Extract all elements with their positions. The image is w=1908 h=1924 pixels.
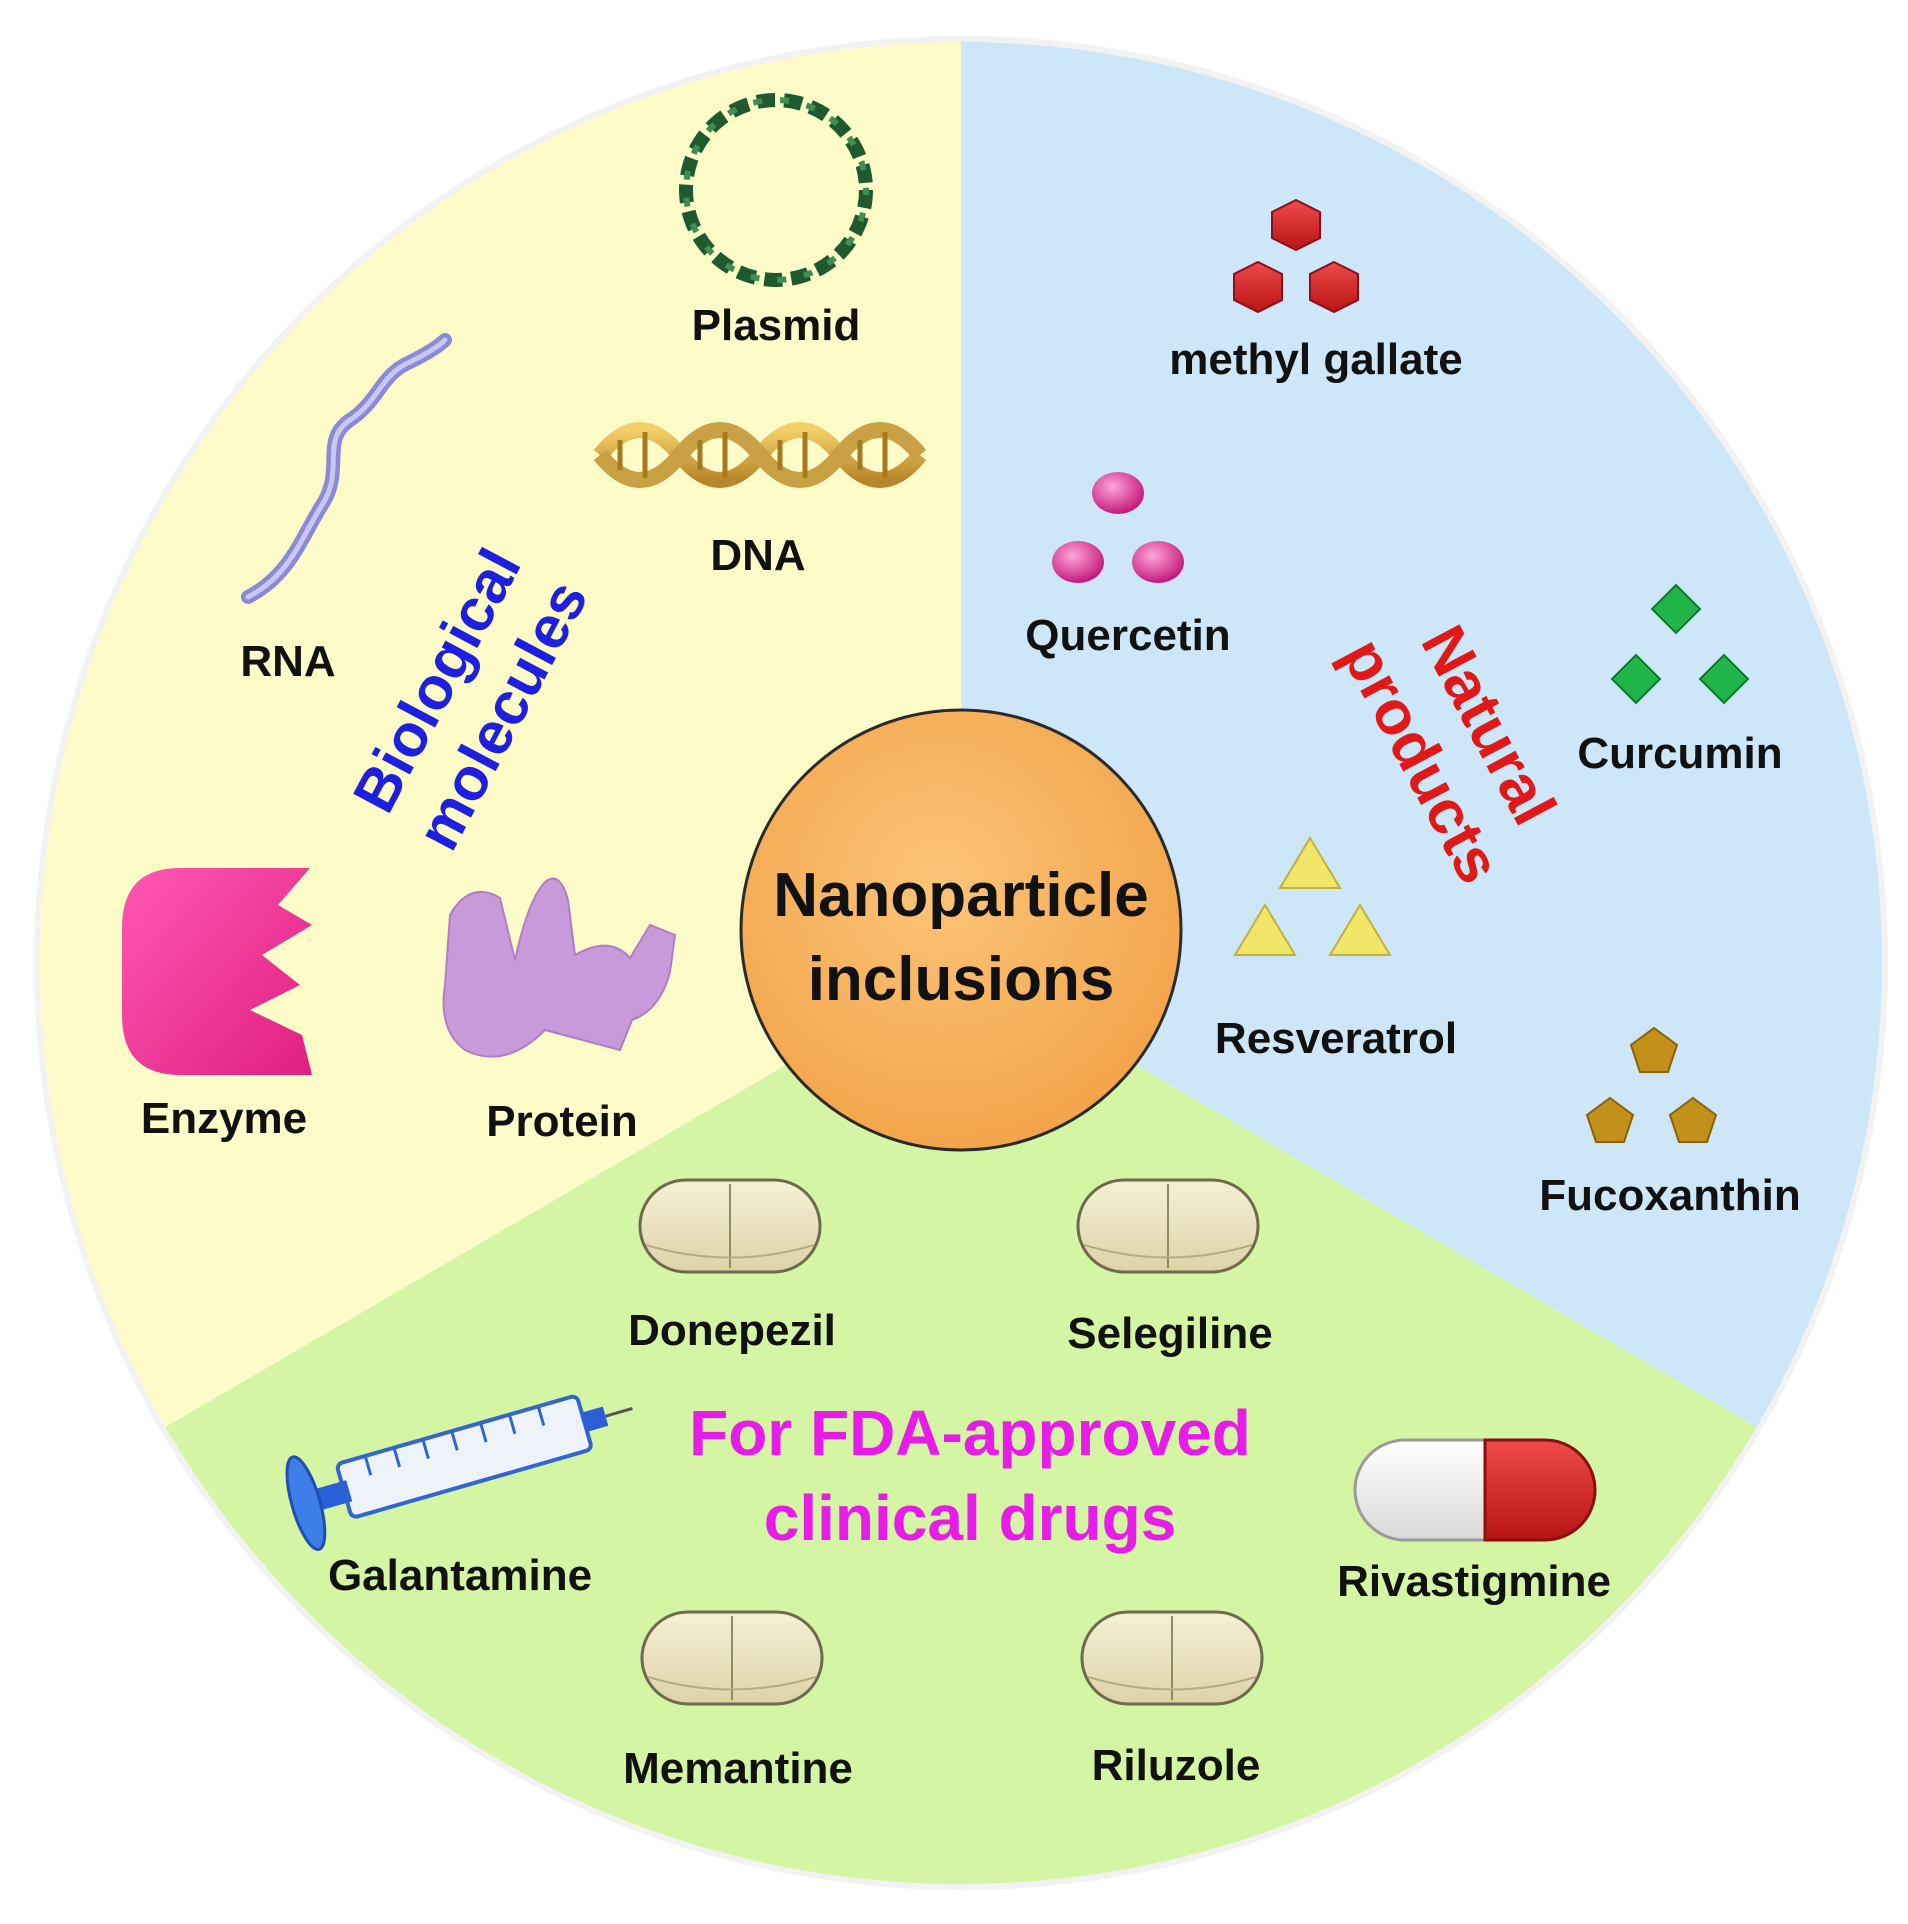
plasmid-label: Plasmid [692,301,861,350]
galantamine-label: Galantamine [328,1551,592,1600]
resveratrol-label: Resveratrol [1215,1014,1457,1063]
capsule-icon [1353,1438,1597,1542]
resveratrol-icon [1233,836,1392,956]
rna-label: RNA [240,637,335,686]
rna-icon [241,333,452,604]
center-circle [739,708,1183,1152]
selegiline-label: Selegiline [1067,1309,1272,1358]
riluzole-tablet-icon [1080,1610,1264,1706]
quercetin-label: Quercetin [1025,611,1230,660]
sector-biological [35,38,961,1429]
center-title-line2: inclusions [808,945,1115,1014]
selegiline-tablet-icon [1076,1178,1260,1274]
enzyme-icon [122,868,312,1075]
sector-fda [162,963,1760,1888]
donepezil-tablet-icon [638,1178,822,1274]
protein-icon [442,877,677,1058]
memantine-label: Memantine [623,1744,853,1793]
dna-icon [593,422,927,488]
curcumin-icon [1610,583,1750,705]
quercetin-icon [1052,472,1184,583]
enzyme-label: Enzyme [141,1094,307,1143]
dna-label: DNA [710,531,805,580]
fucoxanthin-icon [1585,1026,1718,1143]
riluzole-label: Riluzole [1092,1741,1261,1790]
curcumin-label: Curcumin [1577,729,1782,778]
protein-label: Protein [486,1097,638,1146]
methyl-gallate-label: methyl gallate [1169,335,1462,384]
methyl-gallate-icon [1233,198,1359,314]
sector-natural [961,38,1887,1429]
fucoxanthin-label: Fucoxanthin [1539,1171,1801,1220]
fda-title-line1: For FDA-approved [689,1397,1251,1469]
rivastigmine-label: Rivastigmine [1337,1557,1611,1606]
center-title-line1: Nanoparticle [773,861,1149,930]
fda-title-line2: clinical drugs [764,1482,1177,1554]
outer-ring [34,36,1888,1890]
syringe-icon [285,1394,633,1551]
donepezil-label: Donepezil [628,1306,836,1355]
plasmid-icon [679,93,873,287]
memantine-tablet-icon [640,1610,824,1706]
